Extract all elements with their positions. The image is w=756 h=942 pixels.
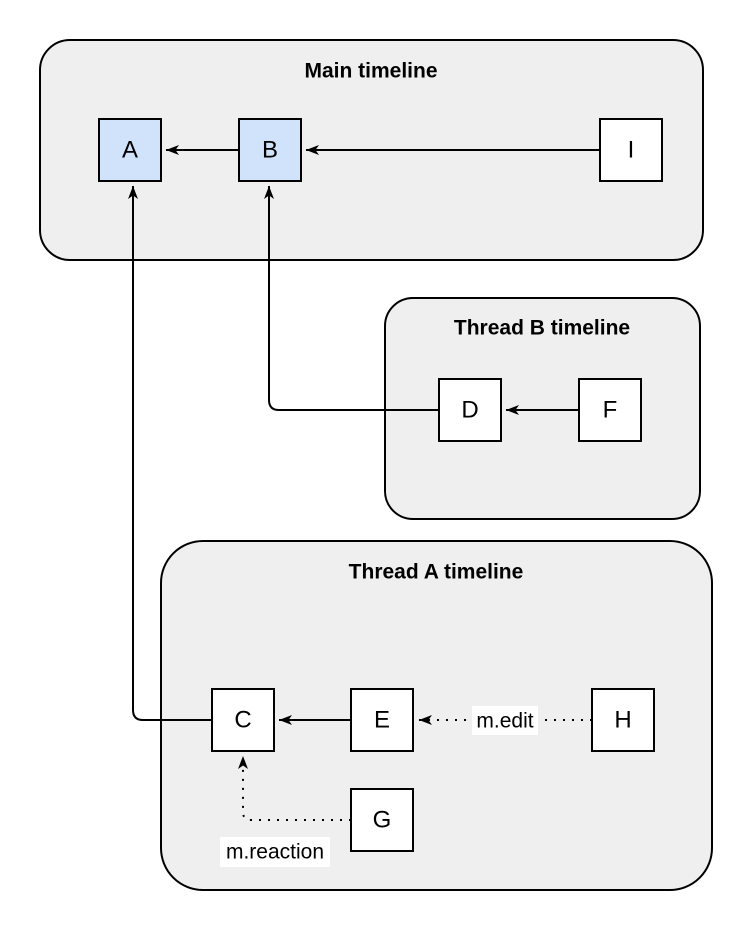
node-e-label: E xyxy=(374,707,390,734)
edge-label-m-edit: m.edit xyxy=(472,706,538,735)
node-i-box xyxy=(599,118,663,182)
thread-a-timeline-title: Thread A timeline xyxy=(349,561,524,584)
node-b-box xyxy=(238,118,302,182)
node-c-box xyxy=(211,688,275,752)
edge-d-to-b xyxy=(264,186,439,411)
edge-g-to-c-dotted xyxy=(238,756,351,821)
node-i-label: I xyxy=(628,137,635,164)
node-i: I xyxy=(599,118,663,182)
node-h-label: H xyxy=(614,707,631,734)
node-g: G xyxy=(350,788,414,852)
edge-label-m-reaction: m.reaction xyxy=(220,837,330,867)
node-b-label: B xyxy=(262,137,278,164)
node-a-box xyxy=(98,118,162,182)
node-d: D xyxy=(438,378,502,442)
node-c: C xyxy=(211,688,275,752)
thread-a-timeline-box xyxy=(160,540,713,891)
node-a-label: A xyxy=(122,137,138,164)
node-f: F xyxy=(578,378,642,442)
thread-b-timeline-title: Thread B timeline xyxy=(454,317,630,340)
node-d-box xyxy=(438,378,502,442)
node-g-box xyxy=(350,788,414,852)
node-f-label: F xyxy=(603,397,618,424)
node-e: E xyxy=(350,688,414,752)
node-f-box xyxy=(578,378,642,442)
node-b: B xyxy=(238,118,302,182)
thread-b-timeline-box xyxy=(384,297,701,520)
edge-label-m-edit-text: m.edit xyxy=(476,710,533,733)
edge-label-m-edit-bg xyxy=(472,706,538,735)
thread-a-timeline-container: Thread A timeline xyxy=(160,540,713,891)
node-e-box xyxy=(350,688,414,752)
main-timeline-title: Main timeline xyxy=(304,60,437,83)
edge-label-m-reaction-text: m.reaction xyxy=(226,841,324,864)
node-c-label: C xyxy=(234,707,251,734)
edge-c-to-a xyxy=(128,186,212,721)
node-d-label: D xyxy=(461,397,478,424)
node-g-label: G xyxy=(373,807,392,834)
thread-b-timeline-container: Thread B timeline xyxy=(384,297,701,520)
edge-label-m-reaction-bg xyxy=(220,837,330,867)
node-a: A xyxy=(98,118,162,182)
node-h-box xyxy=(591,688,655,752)
node-h: H xyxy=(591,688,655,752)
